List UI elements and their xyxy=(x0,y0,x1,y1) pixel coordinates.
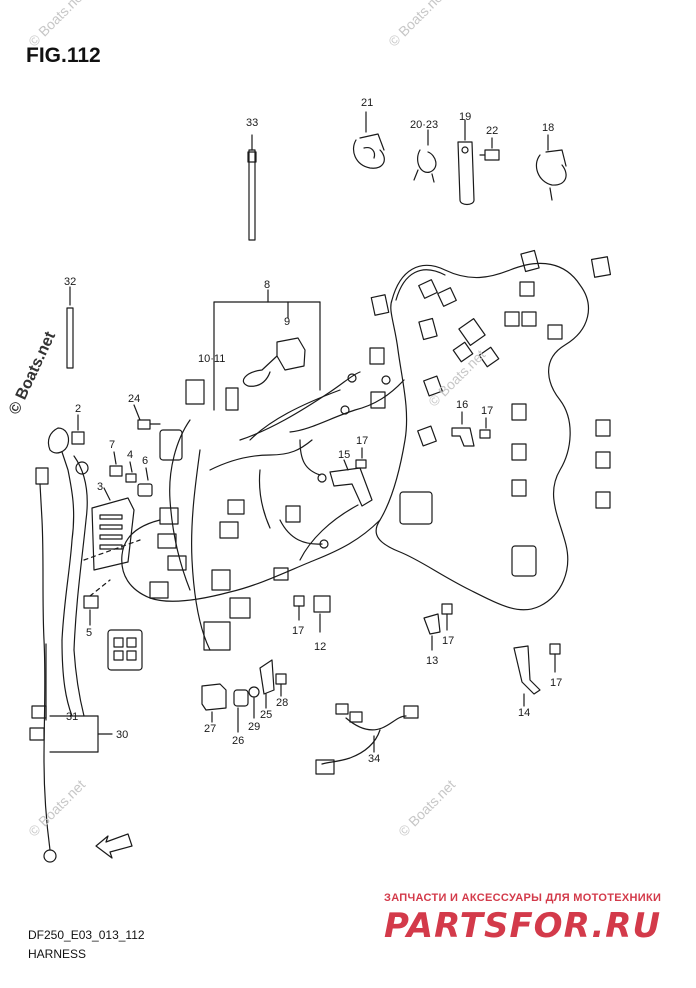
ring-terminal-leads[interactable] xyxy=(249,373,391,549)
callout-17-e[interactable]: 17 xyxy=(550,677,562,689)
callout-20-23[interactable]: 20·23 xyxy=(410,119,438,131)
harness-connectors[interactable] xyxy=(107,249,612,671)
callout-13[interactable]: 13 xyxy=(426,655,438,667)
part-30-battery-cable[interactable] xyxy=(29,467,85,863)
callout-2[interactable]: 2 xyxy=(75,403,81,415)
callout-21[interactable]: 21 xyxy=(361,97,373,109)
callout-16[interactable]: 16 xyxy=(456,399,468,411)
part-9-relay[interactable] xyxy=(242,337,306,387)
callout-8[interactable]: 8 xyxy=(264,279,270,291)
brand-tagline: ЗАПЧАСТИ И АКСЕССУАРЫ ДЛЯ МОТОТЕХНИКИ xyxy=(384,892,662,904)
callout-27[interactable]: 27 xyxy=(204,723,216,735)
part-14-bracket[interactable] xyxy=(513,645,541,707)
part-17-bolt-c[interactable] xyxy=(293,595,305,621)
leader-8 xyxy=(213,289,321,411)
callout-12[interactable]: 12 xyxy=(314,641,326,653)
callout-33[interactable]: 33 xyxy=(246,117,258,129)
callout-5[interactable]: 5 xyxy=(86,627,92,639)
callout-25[interactable]: 25 xyxy=(260,709,272,721)
callout-31[interactable]: 31 xyxy=(66,711,78,723)
part-17-bolt-a[interactable] xyxy=(479,417,491,439)
callout-17-b[interactable]: 17 xyxy=(356,435,368,447)
part-12-plate[interactable] xyxy=(313,595,331,633)
brand-logo: PARTSFOR.RU xyxy=(384,906,662,946)
part-32-tie[interactable] xyxy=(66,286,74,369)
callout-labels: 33 21 20·23 19 22 18 32 8 9 10·11 24 2 7… xyxy=(64,97,562,850)
fwd-arrow-icon xyxy=(95,833,133,859)
figure-name: HARNESS xyxy=(28,947,87,961)
part-25-bracket[interactable] xyxy=(259,659,275,709)
callout-19[interactable]: 19 xyxy=(459,111,471,123)
part-13-bracket[interactable] xyxy=(423,613,441,651)
part-16-bracket[interactable] xyxy=(451,411,475,447)
part-17-bolt-d[interactable] xyxy=(441,603,453,631)
part-26-cap[interactable] xyxy=(233,689,249,733)
callout-26[interactable]: 26 xyxy=(232,735,244,747)
callout-7[interactable]: 7 xyxy=(109,439,115,451)
part-3-plate[interactable] xyxy=(91,487,135,571)
part-24-bolt[interactable] xyxy=(133,404,161,430)
callout-14[interactable]: 14 xyxy=(518,707,530,719)
callout-34[interactable]: 34 xyxy=(368,753,380,765)
part-17-bolt-b[interactable] xyxy=(355,447,367,469)
part-28-bolt[interactable] xyxy=(275,673,287,697)
part-29-washer[interactable] xyxy=(248,686,260,719)
part-22-bolt[interactable] xyxy=(479,137,500,161)
callout-30[interactable]: 30 xyxy=(116,729,128,741)
part-21-clamp[interactable] xyxy=(352,111,385,169)
callout-29[interactable]: 29 xyxy=(248,721,260,733)
part-5-nut[interactable] xyxy=(83,595,99,626)
callout-17-c[interactable]: 17 xyxy=(292,625,304,637)
callout-15[interactable]: 15 xyxy=(338,449,350,461)
part-4-bolt[interactable] xyxy=(125,461,137,483)
main-harness[interactable] xyxy=(121,262,589,651)
dashed-leaders xyxy=(83,539,141,597)
callout-3[interactable]: 3 xyxy=(97,481,103,493)
callout-6[interactable]: 6 xyxy=(142,455,148,467)
part-27-cap[interactable] xyxy=(201,683,227,723)
part-7-nut[interactable] xyxy=(109,451,123,477)
part-33-cable-tie[interactable] xyxy=(247,134,257,241)
part-34-sub-harness[interactable] xyxy=(315,703,419,775)
callout-22[interactable]: 22 xyxy=(486,125,498,137)
callout-28[interactable]: 28 xyxy=(276,697,288,709)
callout-17-d[interactable]: 17 xyxy=(442,635,454,647)
figure-title: FIG.112 xyxy=(26,44,101,67)
callout-32[interactable]: 32 xyxy=(64,276,76,288)
callout-4[interactable]: 4 xyxy=(127,449,133,461)
fwd-label: FWD xyxy=(108,838,125,850)
figure-code: DF250_E03_013_112 xyxy=(28,928,145,942)
leader-30-31 xyxy=(49,715,113,753)
part-18-clamp[interactable] xyxy=(535,134,567,201)
callout-24[interactable]: 24 xyxy=(128,393,140,405)
part-6-boot[interactable] xyxy=(137,467,153,497)
part-2-cable[interactable] xyxy=(47,414,89,651)
callout-17-a[interactable]: 17 xyxy=(481,405,493,417)
part-19-bracket[interactable] xyxy=(457,119,475,206)
callout-18[interactable]: 18 xyxy=(542,122,554,134)
part-17-bolt-e[interactable] xyxy=(549,643,561,673)
callout-10-11[interactable]: 10·11 xyxy=(198,353,225,365)
callout-9[interactable]: 9 xyxy=(284,316,290,328)
part-20-23-clip[interactable] xyxy=(413,129,437,183)
